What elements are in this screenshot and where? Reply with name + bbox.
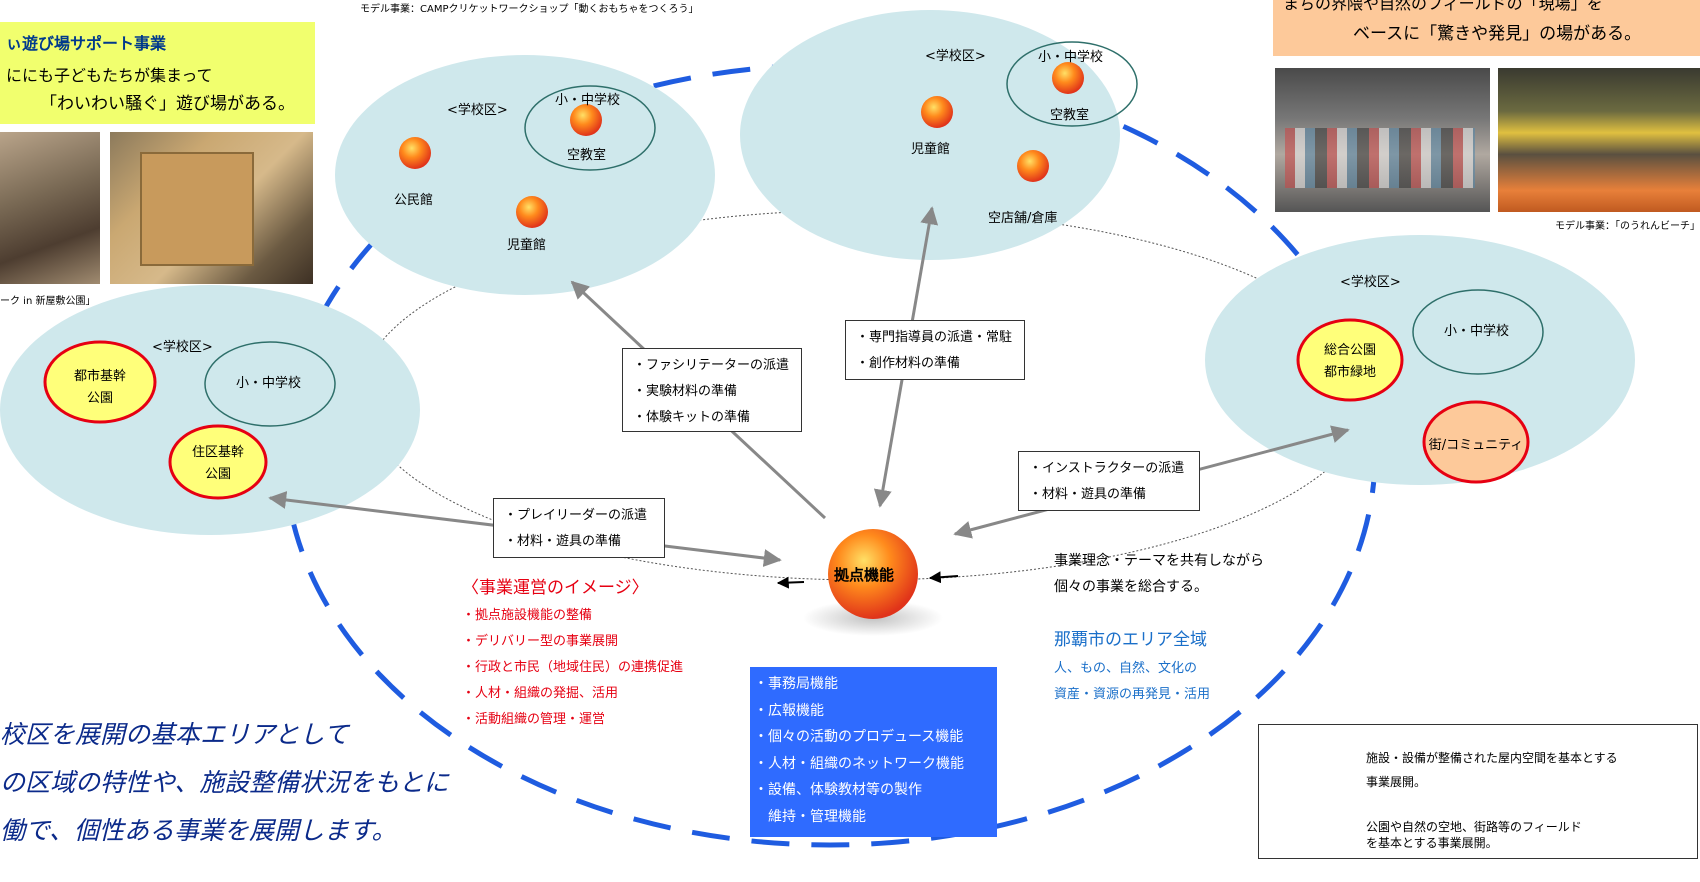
legend: 施設・設備が整備された屋内空間を基本とする 事業展開。 公園や自然の空地、街路等… — [1258, 724, 1698, 859]
left-photo-caption: ーク in 新屋敷公園」 — [0, 296, 96, 307]
district-top-left — [335, 55, 715, 295]
box-instructor-line1: ・インストラクターの派遣 — [1029, 461, 1185, 476]
school-ring-left — [204, 341, 336, 427]
ring-juku-park — [168, 424, 268, 500]
box-facilitator: ・ファシリテーターの派遣 ・実験材料の準備 ・体験キットの準備 — [622, 348, 802, 432]
operation-item-4: ・人材・組織の発掘、活用 — [462, 686, 619, 701]
hub-label: 拠点機能 — [834, 566, 895, 584]
label-jidokan-left: 児童館 — [507, 238, 547, 253]
box-instructor-line2: ・材料・遊具の準備 — [1029, 487, 1147, 502]
area-title: 那覇市のエリア全域 — [1054, 630, 1207, 650]
area-line1: 人、もの、自然、文化の — [1054, 661, 1198, 676]
box-player-line1: ・プレイリーダーの派遣 — [504, 508, 648, 523]
left-banner-line2: ににも子どもたちが集まって — [6, 66, 213, 85]
bottom-text-line2: の区域の特性や、施設整備状況をもとに — [0, 768, 449, 797]
label-kominkan: 公民館 — [394, 193, 434, 208]
district-label-right: <学校区> — [1340, 275, 1401, 290]
district-label-left: <学校区> — [152, 340, 213, 355]
orb-shop — [1017, 150, 1049, 182]
right-banner-line1: まちの界隈や自然のフィールドの「現場」を — [1283, 0, 1603, 13]
area-line2: 資産・資源の再発見・活用 — [1054, 687, 1211, 702]
orb-jidokan-right — [921, 96, 953, 128]
share-text-line1: 事業理念・テーマを共有しながら — [1054, 553, 1264, 569]
legend-item1-line1: 施設・設備が整備された屋内空間を基本とする — [1366, 751, 1618, 765]
orb-kominkan — [399, 137, 431, 169]
box-instructor: ・インストラクターの派遣 ・材料・遊具の準備 — [1018, 451, 1200, 511]
left-photo-1 — [0, 132, 100, 284]
ring-toshi-park — [43, 340, 157, 424]
right-banner-line2: ベースに「驚きや発見」の場がある。 — [1353, 24, 1642, 44]
bottom-text-line3: 働で、個性ある事業を展開します。 — [0, 816, 397, 845]
orb-top-left-school — [570, 104, 602, 136]
bottom-text-line1: 校区を展開の基本エリアとして — [0, 720, 349, 749]
crowd — [1285, 128, 1475, 188]
school-ring-top-right — [1006, 41, 1138, 127]
left-photo-2 — [110, 132, 313, 284]
legend-item2-line2: を基本とする事業展開。 — [1366, 836, 1498, 850]
operation-item-5: ・活動組織の管理・運営 — [462, 712, 606, 727]
orb-jidokan-left — [516, 196, 548, 228]
school-label-right: 小・中学校 — [1444, 324, 1510, 339]
operation-item-3: ・行政と市民（地域住民）の連携促進 — [462, 660, 684, 675]
operation-title: 〈事業運営のイメージ〉 — [462, 578, 649, 598]
district-top-right — [740, 10, 1120, 260]
label-empty-class-right: 空教室 — [1050, 108, 1090, 123]
box-facilitator-line2: ・実験材料の準備 — [633, 384, 738, 399]
box-expert: ・専門指導員の派遣・常駐 ・創作材料の準備 — [845, 320, 1025, 380]
box-player-line2: ・材料・遊具の準備 — [504, 534, 622, 549]
arrow-black-right — [928, 571, 959, 584]
right-photo-1 — [1275, 68, 1490, 212]
box-facilitator-line3: ・体験キットの準備 — [633, 410, 751, 425]
label-sogo-park: 総合公園 都市緑地 — [1323, 343, 1376, 380]
district-label-top-right: <学校区> — [925, 49, 986, 64]
school-ring-right — [1412, 289, 1544, 375]
operation-item-2: ・デリバリー型の事業展開 — [462, 634, 619, 649]
label-shop: 空店舗/倉庫 — [988, 211, 1058, 226]
cardboard-box — [140, 152, 254, 266]
office-item-2: ・広報機能 — [754, 702, 824, 719]
share-text-line2: 個々の事業を総合する。 — [1054, 579, 1208, 595]
office-item-6: 維持・管理機能 — [754, 808, 866, 825]
office-item-1: ・事務局機能 — [754, 676, 838, 692]
school-ring-top-left — [524, 85, 656, 171]
orb-top-right-school — [1052, 62, 1084, 94]
school-label-left: 小・中学校 — [236, 376, 302, 391]
left-banner-line1: ぃ遊び場サポート事業 — [6, 34, 167, 53]
label-jidokan-right: 児童館 — [911, 142, 951, 157]
ring-sogo-park — [1296, 318, 1404, 402]
ring-machi — [1422, 400, 1530, 484]
box-player: ・プレイリーダーの派遣 ・材料・遊具の準備 — [493, 498, 665, 558]
left-banner-line3: 「わいわい騒ぐ」遊び場がある。 — [40, 94, 295, 114]
hub-orb — [828, 529, 918, 619]
right-banner: まちの界隈や自然のフィールドの「現場」を ベースに「驚きや発見」の場がある。 — [1273, 0, 1700, 56]
legend-item1-line2: 事業展開。 — [1366, 775, 1427, 789]
label-juku-park: 住区基幹 公園 — [191, 445, 244, 482]
office-box: ・事務局機能 ・広報機能 ・個々の活動のプロデュース機能 ・人材・組織のネットワ… — [750, 667, 997, 837]
label-machi: 街/コミュニティ — [1428, 438, 1524, 453]
box-facilitator-line1: ・ファシリテーターの派遣 — [633, 358, 790, 373]
district-right — [1205, 235, 1635, 485]
box-expert-line2: ・創作材料の準備 — [856, 356, 961, 371]
district-label-top-left: <学校区> — [447, 103, 508, 118]
top-caption: モデル事業：CAMPクリケットワークショップ「動くおもちゃをつくろう」 — [360, 4, 699, 15]
office-item-4: ・人材・組織のネットワーク機能 — [754, 755, 964, 772]
legend-item2-line1: 公園や自然の空地、街路等のフィールド — [1366, 820, 1582, 834]
arrow-black-left — [776, 576, 805, 589]
operation-item-1: ・拠点施設機能の整備 — [462, 608, 593, 623]
label-empty-class-left: 空教室 — [567, 148, 607, 163]
box-expert-line1: ・専門指導員の派遣・常駐 — [856, 330, 1013, 345]
left-banner: ぃ遊び場サポート事業 ににも子どもたちが集まって 「わいわい騒ぐ」遊び場がある。 — [0, 22, 315, 124]
school-label-top-left: 小・中学校 — [555, 93, 621, 108]
office-item-5: ・設備、体験教材等の製作 — [754, 782, 922, 798]
office-item-3: ・個々の活動のプロデュース機能 — [754, 729, 964, 745]
label-toshi-park: 都市基幹 公園 — [73, 369, 126, 406]
right-photo-caption: モデル事業：「のうれんビーチ」 — [1555, 221, 1700, 232]
right-photo-2 — [1498, 68, 1700, 212]
school-label-top-right: 小・中学校 — [1038, 50, 1104, 65]
